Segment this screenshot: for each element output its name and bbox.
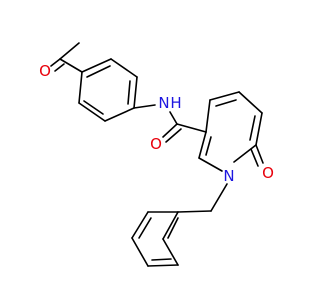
bz-bond-4: [131, 237, 149, 267]
pyr-bond-C4-C5: [209, 91, 240, 101]
pyr-inner-1: [215, 99, 237, 107]
bond-N-to-carbonyl: [169, 111, 178, 125]
pyridinone-ring: [198, 91, 264, 172]
bz-bond-2: [162, 238, 179, 266]
pyr-bond-C7-N: [233, 144, 257, 163]
bond-ring-C-O-2: [250, 148, 259, 167]
aryl-bond-2: [110, 58, 138, 78]
atom-O-acetyl: O: [39, 62, 51, 80]
pyr-bond-C2-C3: [198, 131, 207, 159]
pyr-bond-C3-C4: [205, 99, 211, 133]
pyr-inner-2: [249, 115, 256, 141]
bz-bond-1: [162, 211, 179, 240]
molecule-structure: O N H O N O: [39, 42, 274, 267]
bond-carbonyl-double-1: [50, 58, 61, 67]
aryl-bond-4: [104, 107, 135, 122]
bond-CH2-to-phenyl: [177, 210, 212, 213]
bz-inner-1: [167, 217, 179, 239]
aryl-bond-1: [81, 58, 112, 73]
bz-bond-3: [147, 264, 179, 267]
bond-acetyl-to-ring: [59, 58, 83, 73]
acetyl-group: [50, 42, 83, 73]
aryl-inner-2: [127, 80, 131, 105]
bond-carbonyl-double-2: [54, 63, 65, 72]
bond-ring-C-O-1: [255, 144, 264, 164]
aryl-bond-3: [133, 76, 138, 109]
aryl-bond-5: [78, 102, 106, 122]
atom-O-amide: O: [150, 135, 162, 153]
bond-amide-C-to-O-1: [162, 123, 178, 138]
pyr-bond-N-C2: [198, 157, 223, 172]
pyr-bond-C5-C6: [238, 91, 263, 114]
aryl-inner-1: [86, 65, 111, 78]
bz-inner-2: [151, 258, 172, 261]
aryl-ring: [78, 58, 138, 122]
pyr-inner-3: [205, 136, 212, 156]
atom-O-ring: O: [262, 164, 274, 182]
bz-inner-3: [138, 217, 152, 239]
aryl-bond-6: [78, 71, 83, 104]
pyr-bond-C6-C7: [255, 112, 263, 146]
molecule-canvas: O N H O N O: [39, 42, 274, 267]
bond-amide-C-to-ring: [176, 123, 207, 133]
bond-amide-C-to-O-2: [165, 128, 182, 143]
bond-methyl: [59, 42, 80, 60]
bond-ring-to-N: [133, 104, 156, 109]
atom-labels: O N H O N O: [39, 62, 274, 185]
benzyl-group: [131, 183, 228, 267]
atom-N-amide: N: [158, 94, 169, 112]
bz-bond-5: [131, 211, 149, 239]
amide-linkage: [133, 104, 207, 143]
aryl-inner-3: [83, 100, 104, 115]
atom-N-ring: N: [223, 167, 234, 185]
atom-H-amide: H: [170, 94, 181, 112]
bond-N-to-CH2: [210, 183, 228, 212]
